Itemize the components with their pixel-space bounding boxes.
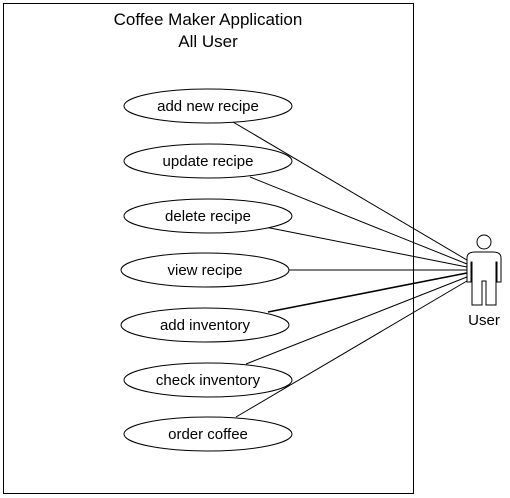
system-title-line1: Coffee Maker Application [114, 10, 303, 29]
association-line-delete-recipe [264, 226, 473, 269]
association-line-order-coffee [235, 277, 473, 418]
use-case-label: add inventory [160, 317, 251, 334]
system-boundary [3, 3, 414, 494]
use-case-check-inventory: check inventory [123, 362, 293, 398]
use-case-delete-recipe: delete recipe [123, 198, 293, 234]
association-lines [232, 121, 473, 418]
stick-figure-actor-icon [466, 234, 502, 306]
use-case-label: add new recipe [157, 98, 259, 115]
use-case-label: update recipe [163, 153, 254, 170]
system-title-line2: All User [178, 32, 238, 51]
use-case-update-recipe: update recipe [123, 143, 293, 179]
association-line-add-inventory [267, 271, 473, 313]
association-line-check-inventory [245, 274, 473, 365]
association-line-add-new-recipe [232, 121, 473, 264]
actor-user: User [466, 234, 502, 329]
use-case-add-new-recipe: add new recipe [123, 88, 293, 124]
use-case-view-recipe: view recipe [120, 252, 290, 288]
association-line-update-recipe [249, 176, 473, 267]
actor-label: User [468, 312, 500, 329]
use-case-label: view recipe [167, 262, 242, 279]
use-case-label: check inventory [156, 372, 261, 389]
use-case-order-coffee: order coffee [123, 416, 293, 452]
use-case-add-inventory: add inventory [120, 307, 290, 343]
use-case-label: order coffee [168, 426, 248, 443]
use-case-label: delete recipe [165, 208, 251, 225]
